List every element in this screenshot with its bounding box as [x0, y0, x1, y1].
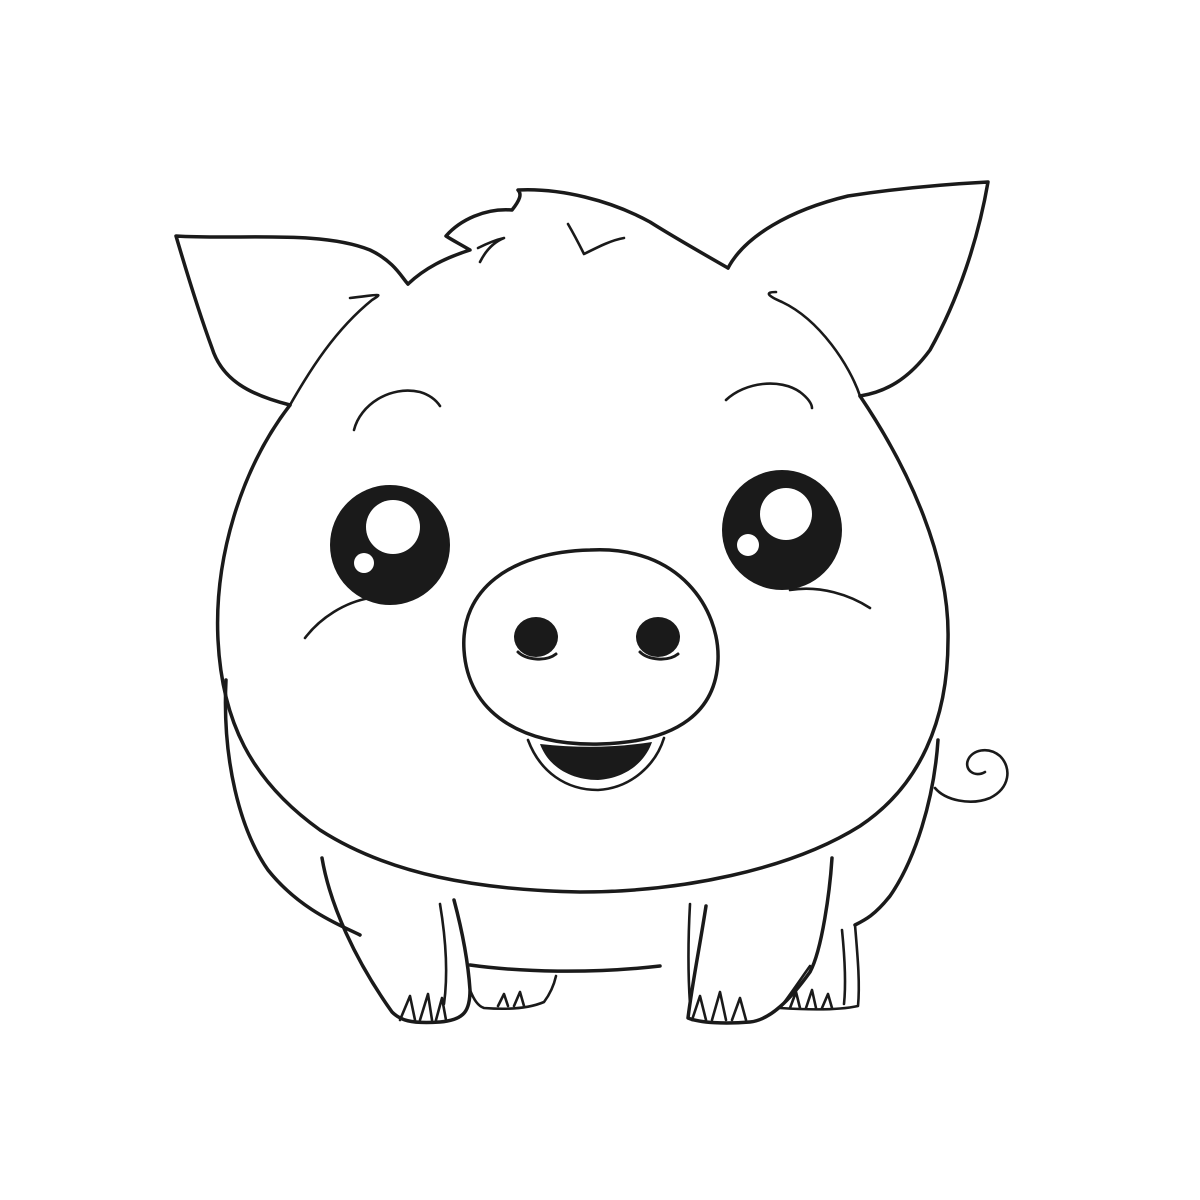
front-left-leg	[320, 856, 472, 1025]
front-left-grass	[398, 992, 448, 1022]
front-right-leg	[686, 856, 834, 1025]
back-left-grass	[496, 990, 526, 1008]
right-eye	[722, 470, 872, 610]
back-right-grass	[788, 988, 834, 1010]
tail	[933, 748, 1009, 803]
front-right-grass	[690, 990, 748, 1022]
left-eyebrow	[352, 389, 442, 432]
left-ear	[174, 234, 410, 407]
snout	[462, 548, 720, 746]
head-outline	[215, 394, 950, 894]
left-eye	[303, 485, 450, 640]
right-ear	[726, 180, 990, 398]
hair-tuft	[406, 188, 730, 286]
mouth	[526, 736, 666, 792]
back-left-leg	[468, 974, 558, 1011]
body-outline	[223, 678, 940, 973]
back-right-leg	[778, 923, 861, 1011]
right-eyebrow	[724, 382, 814, 410]
